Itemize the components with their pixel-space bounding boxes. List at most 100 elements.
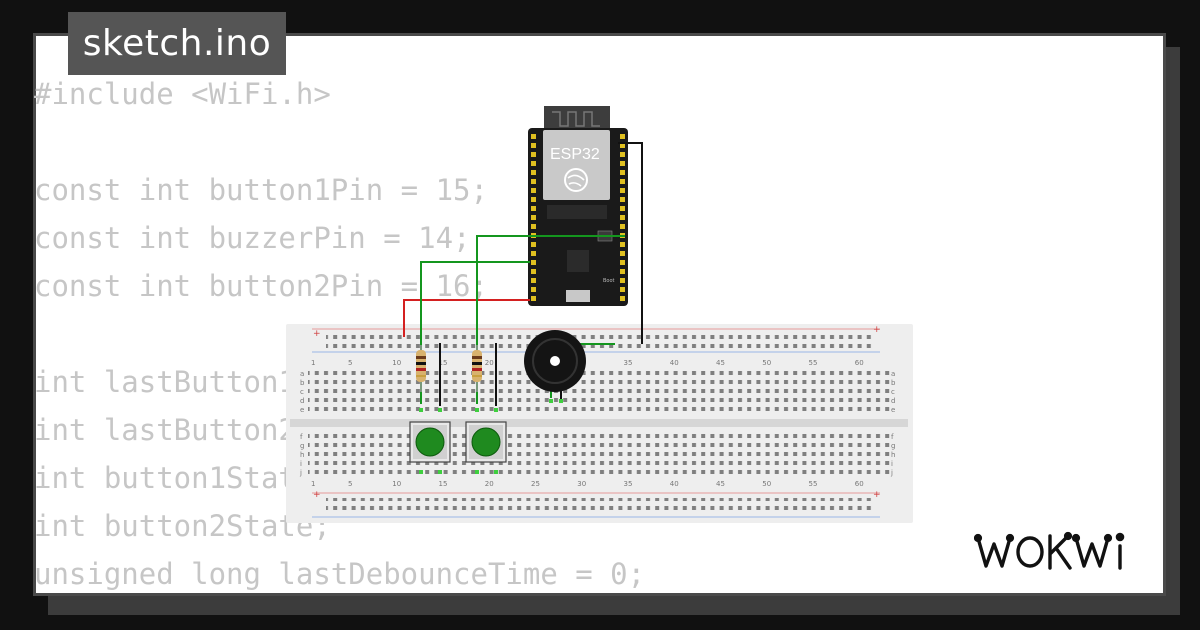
rf-shield	[543, 130, 610, 200]
column-number: 35	[624, 480, 633, 488]
column-number: 15	[439, 359, 448, 367]
column-number: 55	[809, 359, 818, 367]
code-line: const int button1Pin = 15;	[34, 173, 488, 207]
header-pin	[620, 296, 625, 301]
esp32-board[interactable]: ESP32 Boot	[528, 106, 628, 306]
row-letter: f	[891, 433, 894, 441]
antenna-trace	[552, 111, 600, 127]
row-letter: g	[300, 442, 304, 450]
boot-label: Boot	[603, 278, 615, 284]
column-number: 20	[485, 359, 494, 367]
column-number: 45	[716, 359, 725, 367]
header-pin	[531, 197, 536, 202]
column-number: 45	[716, 480, 725, 488]
column-number: 35	[624, 359, 633, 367]
column-number: 40	[670, 480, 679, 488]
header-pin	[531, 134, 536, 139]
column-number: 25	[531, 480, 540, 488]
header-pin	[531, 215, 536, 220]
header-pin	[531, 161, 536, 166]
connection-indicators	[419, 399, 563, 474]
header-pin	[531, 224, 536, 229]
header-pin	[620, 242, 625, 247]
file-tab[interactable]: sketch.ino	[68, 12, 286, 75]
wire-power	[403, 299, 530, 337]
file-tab-label: sketch.ino	[82, 23, 272, 64]
column-number: 5	[348, 480, 352, 488]
code-line: const int button2Pin = 16;	[34, 269, 488, 303]
header-pin	[531, 143, 536, 148]
esp32-label: ESP32	[550, 146, 600, 163]
header-pin	[531, 206, 536, 211]
wokwi-logo-icon	[974, 531, 1125, 570]
row-letter: d	[300, 397, 304, 405]
column-number: 50	[762, 480, 771, 488]
row-letter: h	[891, 451, 895, 459]
row-letter: h	[300, 451, 304, 459]
column-number: 10	[392, 480, 401, 488]
row-letter: a	[300, 370, 304, 378]
pushbutton-1[interactable]	[409, 421, 451, 463]
column-number: 10	[392, 359, 401, 367]
column-number: 15	[439, 480, 448, 488]
header-pin	[620, 224, 625, 229]
header-pin	[531, 242, 536, 247]
header-pin	[620, 143, 625, 148]
column-number: 55	[809, 480, 818, 488]
header-pin	[620, 215, 625, 220]
row-letter: e	[300, 406, 304, 414]
row-letter: j	[890, 469, 893, 477]
row-letter: b	[300, 379, 305, 387]
esp32-pin-headers	[531, 134, 625, 301]
code-line: #include <WiFi.h>	[34, 77, 331, 111]
rail-plus-label: +	[873, 325, 881, 335]
center-channel	[290, 419, 908, 427]
rail-plus-label: +	[313, 329, 321, 339]
row-letter: f	[300, 433, 303, 441]
code-line: const int buzzerPin = 14;	[34, 221, 471, 255]
rail-plus-label: +	[313, 490, 321, 500]
code-line: unsigned long lastDebounceTime = 0;	[34, 557, 646, 591]
header-pin	[531, 170, 536, 175]
resistor-1[interactable]	[416, 345, 426, 392]
pin-row	[547, 205, 607, 219]
header-pin	[531, 179, 536, 184]
resistor-2[interactable]	[472, 345, 482, 392]
header-pin	[531, 287, 536, 292]
header-pin	[531, 188, 536, 193]
column-number: 1	[311, 359, 315, 367]
usb-chip	[567, 250, 589, 272]
header-pin	[531, 278, 536, 283]
wire-gnd	[618, 142, 643, 344]
header-pin	[531, 296, 536, 301]
header-pin	[620, 134, 625, 139]
header-pin	[620, 260, 625, 265]
header-pin	[620, 206, 625, 211]
buzzer[interactable]	[524, 330, 586, 392]
row-letter: c	[891, 388, 895, 396]
row-letter: i	[300, 460, 302, 468]
header-pin	[620, 188, 625, 193]
column-number: 60	[855, 480, 864, 488]
header-pin	[620, 269, 625, 274]
column-number: 30	[577, 480, 586, 488]
header-pin	[620, 152, 625, 157]
header-pin	[620, 251, 625, 256]
header-pin	[620, 161, 625, 166]
usb-port[interactable]	[566, 290, 590, 302]
row-letter: g	[891, 442, 895, 450]
column-number: 40	[670, 359, 679, 367]
header-pin	[620, 287, 625, 292]
header-pin	[531, 260, 536, 265]
row-letter: d	[891, 397, 895, 405]
header-pin	[620, 170, 625, 175]
pushbutton-2[interactable]	[465, 421, 507, 463]
row-letter: b	[891, 379, 896, 387]
column-number: 20	[485, 480, 494, 488]
row-letter: a	[891, 370, 895, 378]
column-number: 1	[311, 480, 315, 488]
column-number: 50	[762, 359, 771, 367]
